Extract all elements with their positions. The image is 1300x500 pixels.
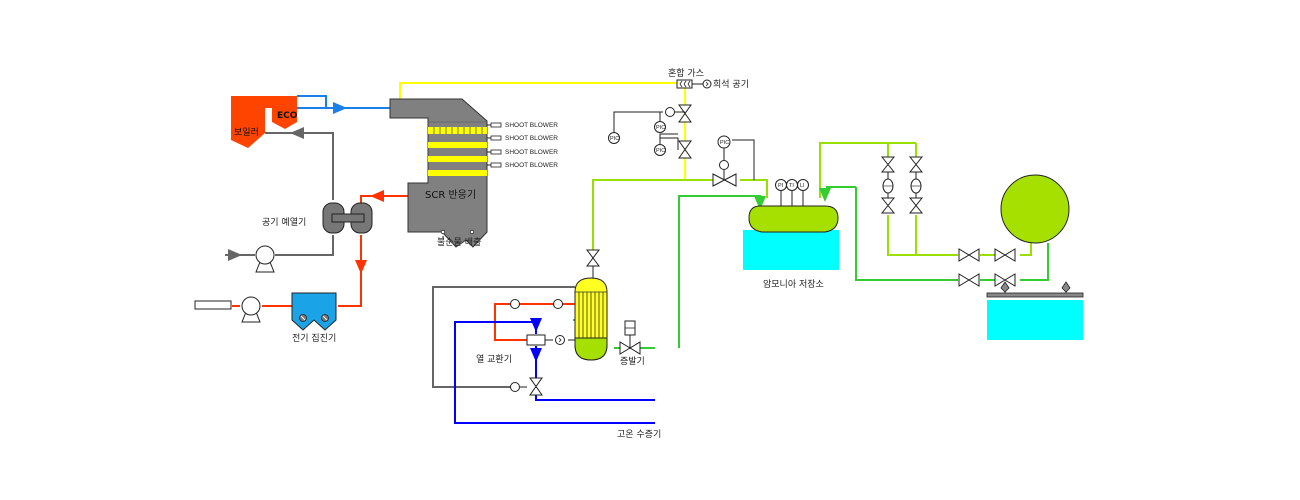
valve[interactable]	[958, 273, 980, 287]
mixed-gas-pipe	[399, 82, 680, 100]
catalyst-layer	[428, 142, 487, 148]
air-to-boiler-pipe	[265, 132, 334, 200]
svg-text:SHOOT BLOWER: SHOOT BLOWER	[505, 122, 558, 129]
pic-instrument: PIC	[717, 135, 731, 149]
ti-instrument: TI	[786, 179, 798, 191]
svg-text:SHOOT BLOWER: SHOOT BLOWER	[505, 135, 558, 142]
id-fan-icon	[241, 296, 261, 323]
impurity-discharge-label: 불순물 배출	[437, 237, 481, 248]
heat-exchanger-label: 열 교환기	[476, 353, 512, 365]
loading-arm-icon	[1000, 281, 1010, 293]
air-preheater: 공기 예열기	[262, 202, 373, 234]
air-preheater-label: 공기 예열기	[262, 217, 306, 228]
instrument-lines	[520, 111, 755, 388]
scr-label: SCR 반응기	[425, 189, 476, 201]
evaporator-vessel	[574, 277, 608, 361]
dilution-air-blower-icon	[702, 79, 712, 89]
valve[interactable]	[994, 248, 1016, 262]
catalyst-layer	[428, 156, 487, 162]
electrostatic-precipitator: 전기 집진기	[291, 292, 337, 344]
svg-text:PI: PI	[778, 183, 784, 189]
pic-instrument: PIC	[654, 137, 679, 156]
catalyst-grid	[428, 127, 487, 134]
svg-text:LI: LI	[800, 183, 805, 189]
mixer: 혼합 가스	[668, 67, 704, 89]
instrument-icon	[510, 299, 520, 309]
steam-control-valve[interactable]	[529, 377, 543, 396]
valve[interactable]	[908, 197, 924, 214]
valve[interactable]	[994, 273, 1016, 287]
valve[interactable]	[880, 197, 896, 214]
dilution-air-label: 희석 공기	[713, 78, 749, 90]
pic-instrument: PIC	[608, 132, 620, 144]
pic-instrument: PIC	[654, 121, 666, 133]
shoot-blower: SHOOT BLOWER	[487, 135, 558, 142]
steam-pipes	[454, 321, 655, 424]
air-blower-icon	[255, 245, 275, 273]
ammonia-storage-tank: 암모니아 저장소	[743, 205, 839, 290]
evaporator-control-valve[interactable]	[619, 320, 641, 355]
ammonia-storage-label: 암모니아 저장소	[763, 278, 824, 290]
svg-text:SHOOT BLOWER: SHOOT BLOWER	[505, 162, 558, 169]
svg-text:PIC: PIC	[656, 148, 665, 154]
eco-outlet-pipe	[297, 95, 390, 114]
ammonia-sphere-tank	[1000, 174, 1070, 244]
evaporator-label: 증발기	[620, 356, 645, 367]
heat-exchanger: 열 교환기	[476, 334, 565, 365]
control-valve[interactable]	[678, 140, 692, 159]
catalyst-layer	[428, 170, 487, 176]
valve[interactable]	[880, 156, 896, 173]
valve[interactable]	[586, 249, 600, 267]
eco-label: ECO	[277, 111, 298, 121]
shoot-blowers: SHOOT BLOWER SHOOT BLOWER SHOOT BLOWER S…	[487, 122, 558, 169]
instrument-icon	[553, 299, 563, 309]
stack-icon	[194, 300, 232, 310]
flow-meter-branch	[880, 156, 896, 214]
ammonia-vapor-pipes	[592, 142, 1032, 256]
flow-meter-branch	[908, 156, 924, 214]
boiler: ECO 보일러	[231, 96, 298, 148]
valve[interactable]	[958, 248, 980, 262]
tanker-truck	[986, 281, 1084, 340]
shoot-blower: SHOOT BLOWER	[487, 122, 558, 129]
svg-text:TI: TI	[789, 183, 794, 189]
boiler-label: 보일러	[234, 127, 259, 138]
svg-text:PIC: PIC	[656, 125, 665, 131]
condensate-loop	[432, 286, 575, 388]
svg-text:PIC: PIC	[610, 136, 619, 142]
control-valve[interactable]	[665, 104, 692, 123]
flue-gas-pipe	[360, 195, 408, 205]
shoot-blower: SHOOT BLOWER	[487, 149, 558, 156]
loading-arm-icon	[1061, 281, 1071, 293]
valve[interactable]	[908, 156, 924, 173]
hot-steam-label: 고온 수증기	[617, 429, 661, 440]
svg-text:SHOOT BLOWER: SHOOT BLOWER	[505, 149, 558, 156]
instrument-icon	[510, 382, 520, 392]
pi-instrument: PI	[775, 179, 787, 191]
esp-label: 전기 집진기	[292, 332, 336, 344]
li-instrument: LI	[797, 179, 809, 191]
pump-icon	[555, 335, 565, 345]
tank-instruments: PI TI LI	[775, 179, 809, 206]
mixed-gas-label: 혼합 가스	[668, 67, 704, 79]
svg-text:PIC: PIC	[720, 140, 729, 146]
shoot-blower: SHOOT BLOWER	[487, 162, 558, 169]
scr-reactor: SCR 반응기 불순물 배출	[389, 98, 488, 248]
control-valve[interactable]	[712, 160, 737, 187]
